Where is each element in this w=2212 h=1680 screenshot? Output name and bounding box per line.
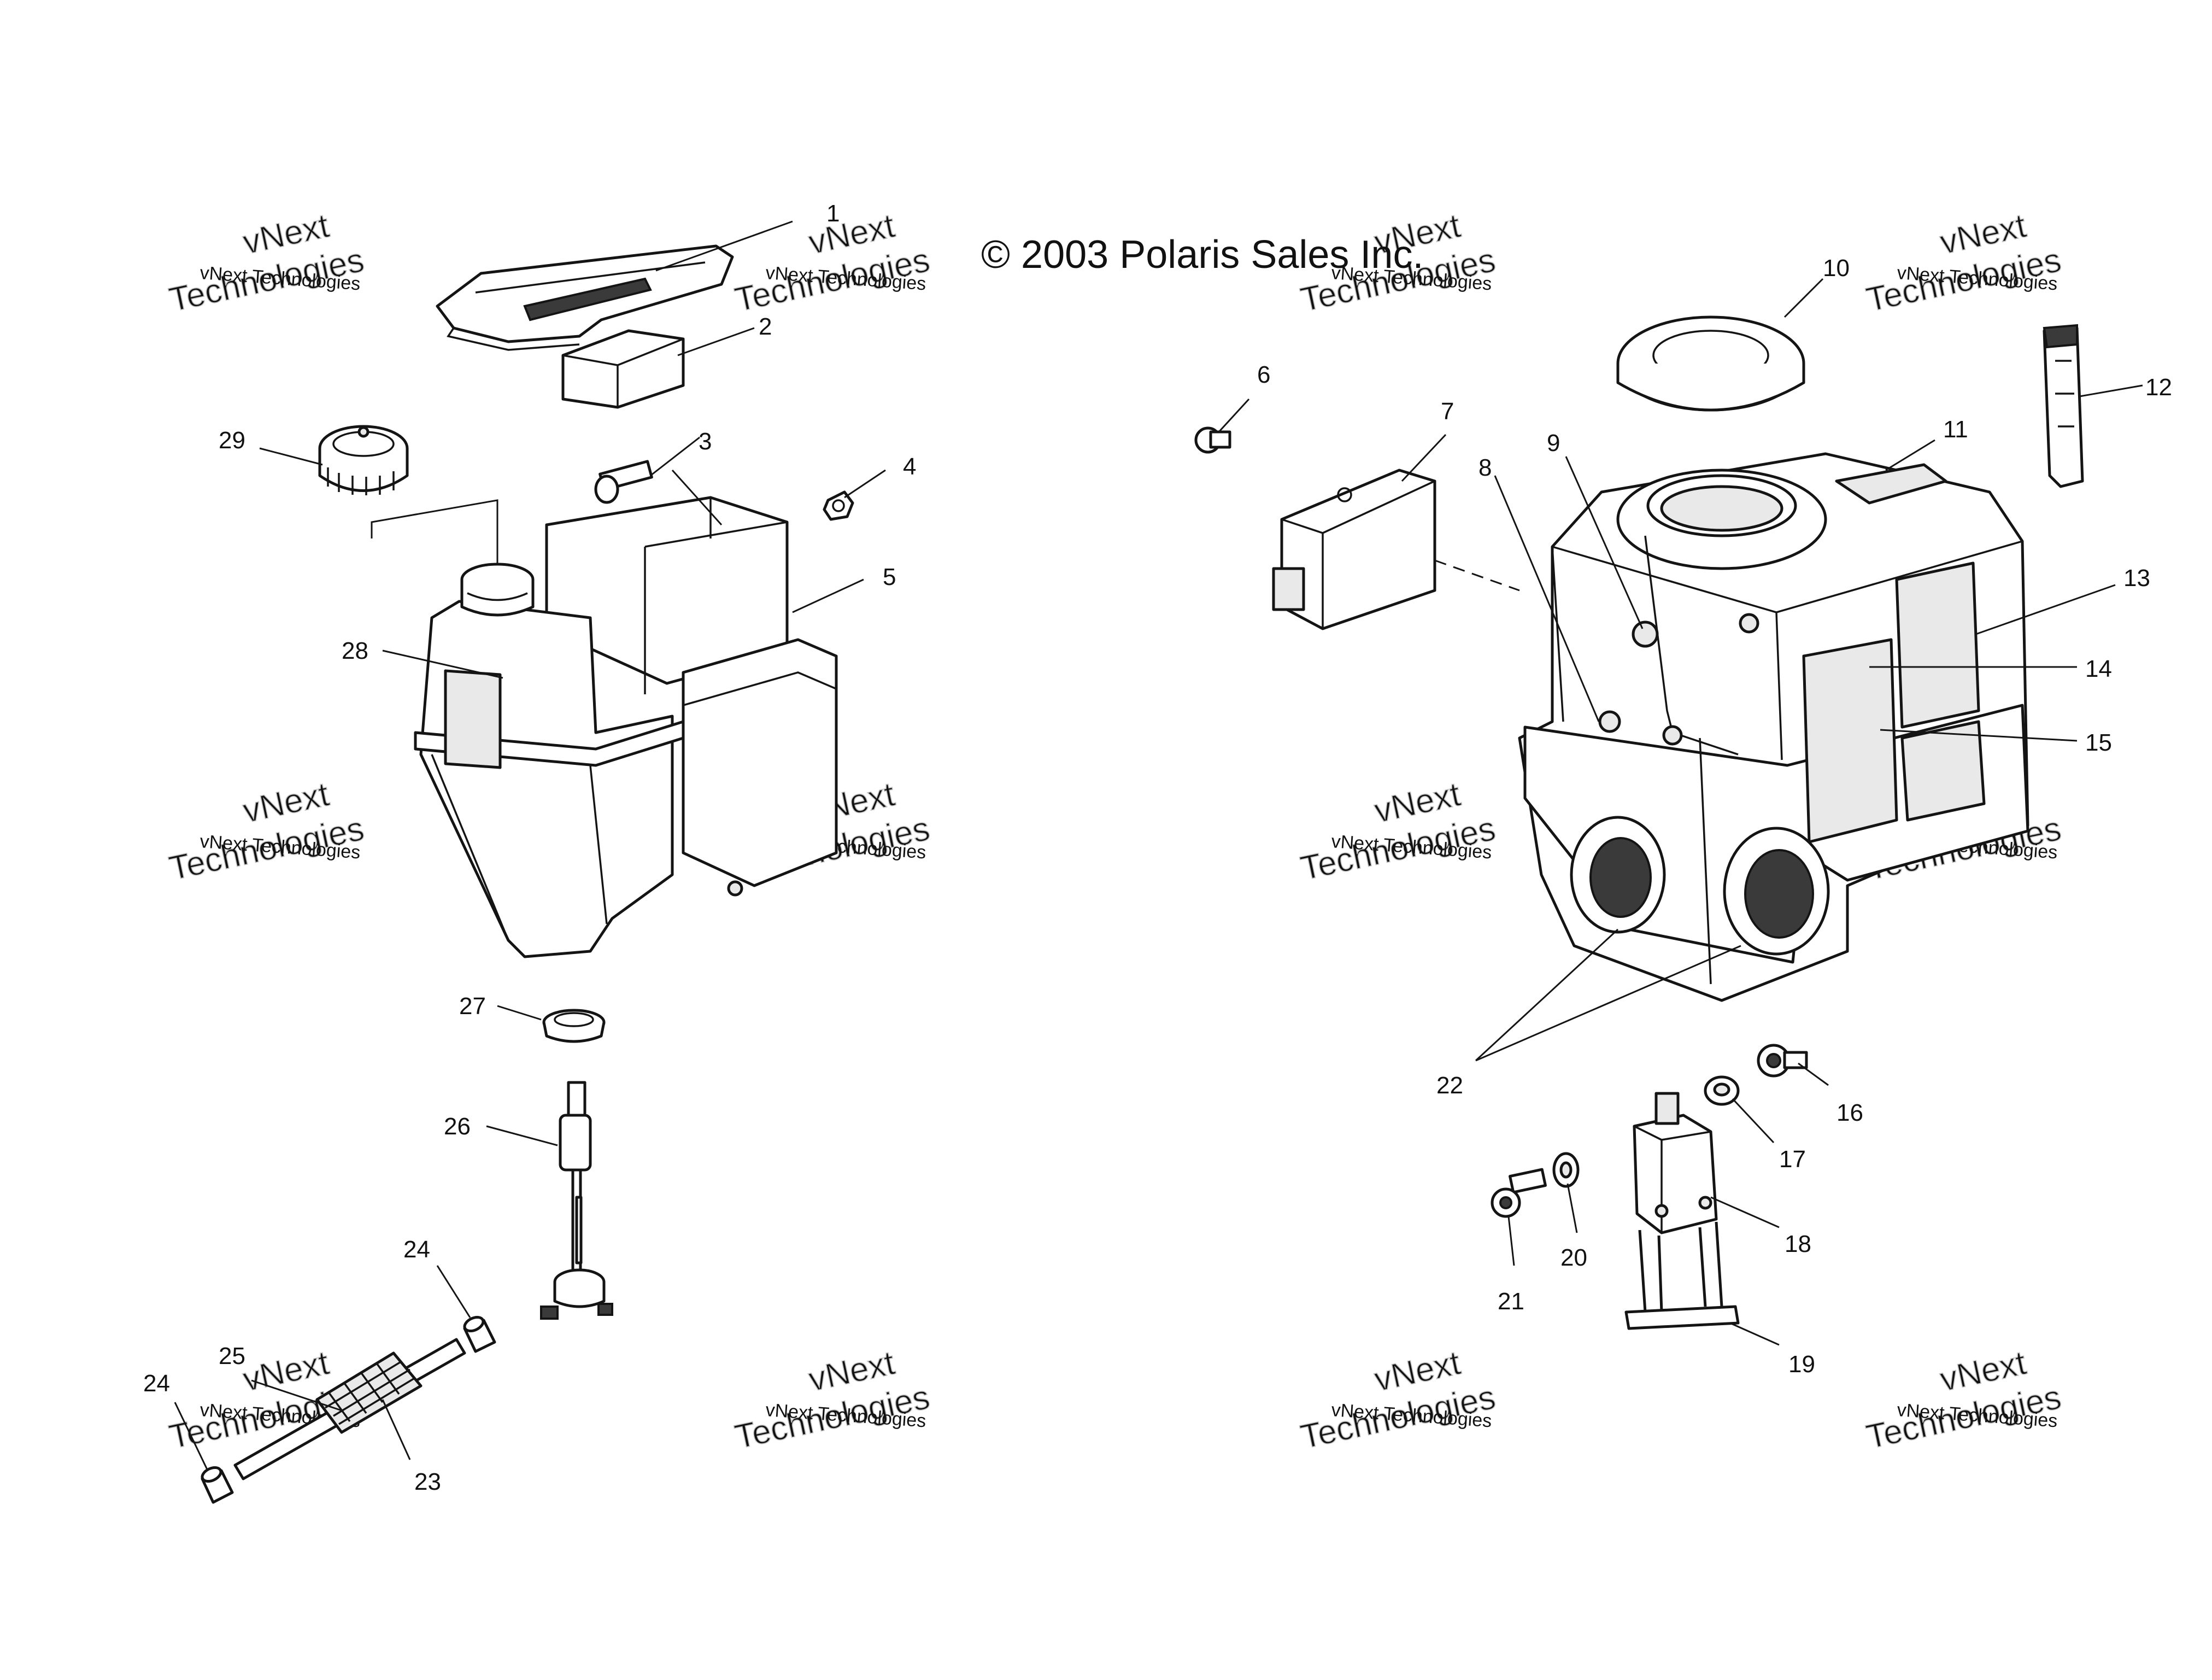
callout-20: 20: [1560, 1244, 1587, 1271]
callout-5: 5: [883, 564, 896, 590]
airbox-body: [1518, 452, 2029, 1002]
part-23-filter-hose: [233, 1338, 466, 1480]
cap-link-line: [371, 499, 498, 563]
callout-12: 12: [2145, 374, 2172, 401]
callout-23: 23: [414, 1468, 441, 1495]
callout-3: 3: [699, 428, 712, 455]
part-6-screw: [1194, 426, 1231, 454]
callout-6: 6: [1257, 361, 1270, 388]
part-2-foam-block: [561, 329, 685, 409]
callout-15: 15: [2085, 729, 2112, 756]
callout-24-lower: 24: [143, 1370, 170, 1397]
part-3-screw: [594, 460, 653, 504]
callout-numbers: 1 2 3 4 5 6 7 8 9 10 11 12 13 14 15 16 1…: [143, 200, 2172, 1495]
callout-19: 19: [1788, 1351, 1815, 1378]
callout-1: 1: [826, 200, 840, 227]
part-20-washer: [1552, 1152, 1580, 1188]
callout-21: 21: [1498, 1288, 1524, 1315]
part-27-grommet: [542, 1009, 606, 1043]
part-16-bolt: [1757, 1044, 1808, 1078]
part-26-level-sender: [540, 1081, 613, 1320]
callout-10: 10: [1823, 255, 1850, 282]
callout-18: 18: [1785, 1231, 1811, 1257]
part-12-clip: [2043, 324, 2084, 488]
callout-7: 7: [1441, 398, 1454, 425]
callout-24-upper: 24: [403, 1236, 430, 1263]
callout-25: 25: [219, 1343, 245, 1369]
callout-17: 17: [1779, 1146, 1806, 1173]
callout-8: 8: [1478, 454, 1492, 481]
callout-13: 13: [2123, 565, 2150, 592]
part-7-cdi-box: [1272, 469, 1520, 630]
part-5-battery-box: [545, 496, 838, 897]
leader-lines: [174, 220, 2143, 1471]
part-18-ignition-coil: [1633, 1092, 1718, 1234]
part-1-tank-cover: [436, 244, 734, 351]
callout-26: 26: [444, 1113, 471, 1140]
callout-22: 22: [1436, 1072, 1463, 1099]
part-28-oil-tank: [414, 563, 685, 958]
part-19-coil-bracket: [1624, 1221, 1740, 1330]
part-24-sleeve-lower: [201, 1466, 234, 1504]
callout-4: 4: [903, 453, 916, 480]
callout-14: 14: [2085, 655, 2112, 682]
callout-16: 16: [1837, 1099, 1863, 1126]
callout-9: 9: [1547, 430, 1560, 456]
callout-2: 2: [759, 313, 772, 340]
part-17-washer: [1704, 1075, 1740, 1106]
part-10-foam-ring: [1616, 315, 1805, 412]
callout-29: 29: [219, 427, 245, 454]
part-29-filler-cap: [318, 425, 409, 495]
callout-27: 27: [459, 993, 486, 1020]
callout-11: 11: [1943, 416, 1968, 443]
part-4-nut: [823, 490, 854, 521]
copyright-text: © 2003 Polaris Sales Inc.: [981, 233, 1423, 277]
part-21-bolt: [1491, 1168, 1547, 1218]
callout-28: 28: [342, 637, 368, 664]
part-24-sleeve-upper: [463, 1315, 496, 1353]
